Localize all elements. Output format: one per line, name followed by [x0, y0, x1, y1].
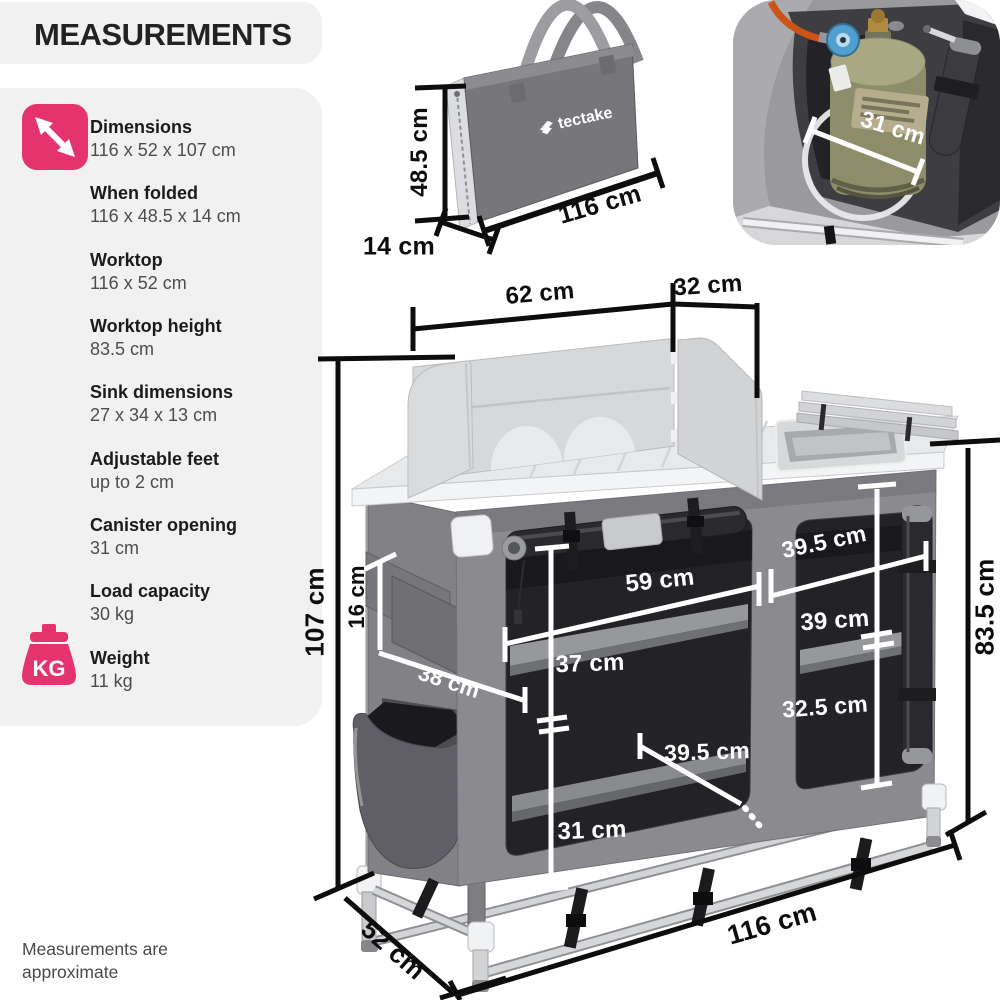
brand-logo-icon: [539, 120, 553, 134]
dim-side-pocket-height: 16 cm: [344, 565, 369, 629]
left-compartment: [505, 517, 753, 856]
dim-bag-height: 48.5 cm: [406, 107, 433, 197]
spec-value: 116 x 48.5 x 14 cm: [90, 206, 241, 226]
spec-item: Dimensions 116 x 52 x 107 cm: [90, 116, 315, 163]
spec-item: Load capacity 30 kg: [90, 580, 315, 627]
footnote: Measurements are approximate: [22, 939, 168, 983]
dim-worktop-height: 83.5 cm: [969, 558, 1000, 656]
spec-value: 30 kg: [90, 604, 135, 624]
spec-label: Adjustable feet: [90, 449, 220, 469]
spec-item: When folded 116 x 48.5 x 14 cm: [90, 182, 315, 229]
spec-label: Dimensions: [90, 117, 193, 137]
dim-windscreen-side-width: 32 cm: [672, 269, 744, 302]
right-rolled-door: [898, 505, 936, 765]
spec-item: Adjustable feet up to 2 cm: [90, 448, 315, 495]
gas-canister: [767, 0, 929, 199]
dim-total-height: 107 cm: [299, 567, 330, 657]
spec-value: 11 kg: [90, 671, 133, 691]
dim-bag-depth: 14 cm: [363, 232, 435, 261]
dim-left-lower-height: 31 cm: [557, 815, 627, 846]
left-shelf: [510, 604, 748, 666]
canister-valve: [868, 18, 888, 32]
front-frame: [372, 783, 947, 992]
spec-value: up to 2 cm: [90, 472, 175, 492]
depth-dashed-line: [742, 805, 767, 834]
bag-front-face: [463, 43, 639, 223]
dim-right-shelf-spacing: 39 cm: [799, 604, 871, 637]
right-shelf: [800, 628, 924, 666]
spec-label: Weight: [90, 648, 150, 668]
compartment-floor: [733, 206, 1000, 245]
spec-item: Sink dimensions 27 x 34 x 13 cm: [90, 381, 315, 428]
side-pouch: [352, 698, 474, 869]
brand-logo: tectake: [537, 104, 614, 137]
spec-label: When folded: [90, 183, 198, 203]
canister-opening-dimension-line: [802, 116, 926, 186]
dim-left-compartment-depth: 39.5 cm: [663, 737, 751, 766]
dimensions-icon: [22, 104, 88, 170]
spec-value: 31 cm: [90, 538, 140, 558]
bag-zipper: [455, 83, 471, 225]
spec-item: Weight 11 kg: [90, 647, 315, 694]
dim-windscreen-back-width: 62 cm: [504, 277, 576, 310]
spec-label: Load capacity: [90, 581, 211, 601]
spec-label: Worktop: [90, 250, 163, 270]
spec-label: Worktop height: [90, 316, 222, 336]
spec-item: Worktop 116 x 52 cm: [90, 249, 315, 296]
page-title: MEASUREMENTS: [34, 17, 292, 52]
bag-handle-front: [511, 0, 618, 102]
folded-windscreen-stack: [796, 390, 959, 442]
left-compartment-floor: [512, 750, 746, 812]
windscreen-left-wing: [407, 360, 474, 499]
spec-label: Canister opening: [90, 515, 238, 535]
svg-text:KG: KG: [33, 656, 66, 681]
spec-value: 116 x 52 cm: [90, 273, 187, 293]
spec-item: Worktop height 83.5 cm: [90, 315, 315, 362]
canister-compartment-inset: [733, 0, 1000, 245]
measurements-sidebar: [0, 88, 322, 726]
windscreen-right-wing: [677, 337, 763, 501]
kitchen-unit-illustration: [313, 283, 1000, 1000]
compartment-outer-fabric: [733, 0, 813, 225]
spec-item: Canister opening 31 cm: [90, 514, 315, 561]
canister-label: [851, 87, 929, 137]
canister-tag: [828, 64, 852, 92]
spec-value: 83.5 cm: [90, 339, 155, 359]
spec-value: 116 x 52 x 107 cm: [90, 140, 236, 160]
worktop-corner-bracket: [450, 514, 494, 558]
outer-dimension-lines: [313, 283, 1000, 1000]
weight-kg-icon: KG: [20, 624, 78, 686]
spec-label: Sink dimensions: [90, 382, 234, 402]
title-panel: [0, 2, 322, 64]
bag-top-band: [464, 44, 634, 90]
bag-dimension-lines: [414, 83, 666, 255]
spec-value: 27 x 34 x 13 cm: [90, 405, 218, 425]
rolled-door: [928, 37, 982, 156]
carry-bag-illustration: [414, 0, 666, 255]
inner-dimension-lines: [361, 481, 929, 894]
dim-left-shelf-spacing: 37 cm: [555, 648, 625, 679]
